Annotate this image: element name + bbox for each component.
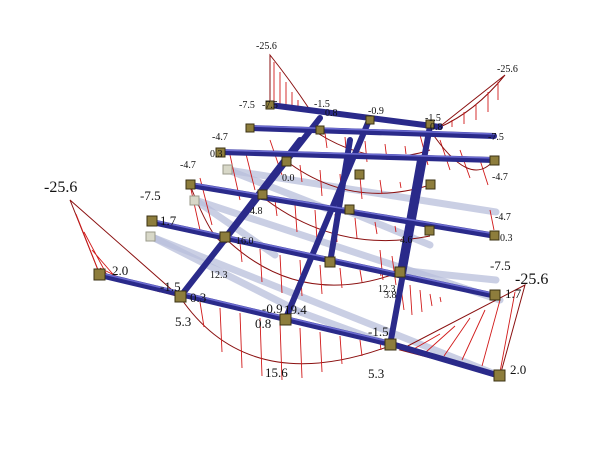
label-back-6: 0.8: [430, 122, 443, 133]
label-right-1: -4.7: [492, 172, 508, 183]
label-mid-2: 19.4: [284, 302, 307, 317]
label-left-3: -4.7: [180, 160, 196, 171]
label-back-4: -1.5: [425, 113, 441, 124]
label-back-7: -7.5: [488, 132, 504, 143]
label-mid-3: 12.3: [210, 270, 228, 281]
label-front-right-corner: -25.6: [515, 271, 548, 288]
label-left-6: 0.3: [210, 149, 223, 160]
label-left-4: -7.5: [239, 100, 255, 111]
label-back-5: 0.8: [325, 108, 338, 119]
label-front-2: -1.5: [160, 279, 181, 294]
label-right-2: -4.7: [495, 212, 511, 223]
value-labels: -25.6 -25.6 -25.6 -25.6 -7.5 -4.7 -4.7 -…: [44, 41, 548, 381]
label-front-1: 2.0: [112, 263, 128, 278]
label-left-outer-top: -25.6: [44, 179, 77, 196]
label-front-6: 0.8: [255, 316, 271, 331]
label-front-5: 2.0: [510, 362, 526, 377]
label-right-3: -7.5: [490, 258, 511, 273]
label-mid-5: 12.3: [378, 284, 396, 295]
label-left-1: -7.5: [140, 188, 161, 203]
moment-curves: [69, 53, 526, 381]
label-mid-8: 3.8: [384, 290, 397, 301]
label-mid-9: 0.0: [282, 173, 295, 184]
label-right-5: 1.7: [505, 286, 522, 301]
ghost-beams: [148, 166, 504, 380]
main-beams: [97, 102, 503, 379]
label-mid-6: 4.8: [250, 206, 263, 217]
label-left-5: 1.7: [160, 213, 177, 228]
label-front-7: 0.3: [190, 290, 206, 305]
label-back-corner-right: -25.6: [497, 64, 518, 75]
label-left-2: -4.7: [212, 132, 228, 143]
label-back-1: -7.5: [262, 100, 278, 111]
label-back-2: -1.5: [314, 99, 330, 110]
label-mid-4: 16.0: [236, 236, 254, 247]
label-front-3: -0.9: [262, 301, 283, 316]
label-front-9: 5.3: [368, 366, 384, 381]
label-right-4: 0.3: [500, 233, 513, 244]
label-mid-7: 4.6: [400, 235, 413, 246]
label-mid-1: 15.6: [265, 365, 288, 380]
label-back-3: -0.9: [368, 106, 384, 117]
label-back-corner-left: -25.6: [256, 41, 277, 52]
nodes: [93, 100, 506, 382]
label-front-4: -1.5: [368, 324, 389, 339]
label-front-8: 5.3: [175, 314, 191, 329]
